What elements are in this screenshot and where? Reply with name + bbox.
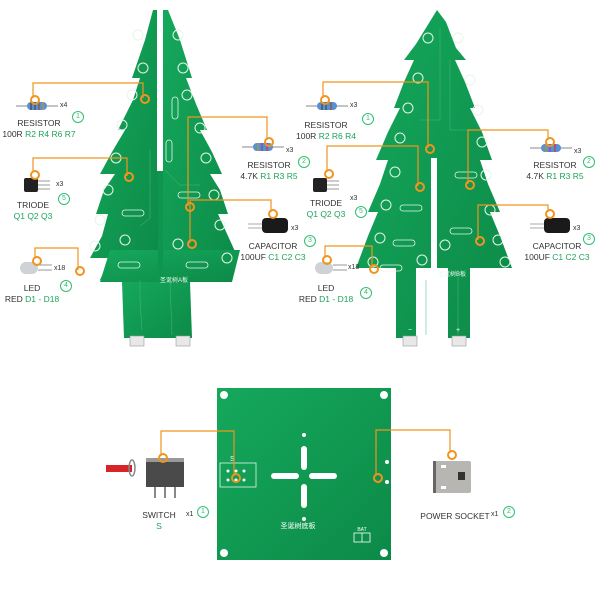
power-socket-icon — [433, 461, 471, 493]
component-label-resistor-100r: RESISTOR 100R R2 R4 R6 R7 — [2, 118, 76, 139]
leader-dot — [324, 169, 334, 179]
qty-label: x18 — [54, 265, 66, 272]
leader-dot — [124, 172, 134, 182]
badge-number: 2 — [583, 156, 595, 168]
leader-dot — [264, 137, 274, 147]
qty-label: x3 — [286, 147, 294, 154]
component-label-led: LED RED D1 - D18 — [4, 283, 60, 304]
component-label-resistor-4k7: RESISTOR 4.7K R1 R3 R5 — [526, 160, 584, 181]
leader-dot — [268, 209, 278, 219]
leader-dot — [373, 473, 383, 483]
component-label-triode: TRIODE Q1 Q2 Q3 — [306, 198, 346, 219]
leader-dot — [415, 182, 425, 192]
component-label-led: LED RED D1 - D18 — [298, 283, 354, 304]
leader-dot — [231, 473, 241, 483]
component-label-resistor-100r: RESISTOR 100R R2 R6 R4 — [295, 120, 357, 141]
leader-dot — [32, 256, 42, 266]
resistor-icon — [242, 143, 284, 151]
badge-number: 5 — [58, 193, 70, 205]
qty-label: x1 — [186, 511, 194, 518]
leader-dot — [322, 255, 332, 265]
svg-text:圣诞树B板: 圣诞树B板 — [438, 270, 466, 278]
leader-dot — [75, 266, 85, 276]
qty-label: x3 — [350, 195, 358, 202]
capacitor-icon — [248, 218, 288, 233]
svg-text:BAT: BAT — [357, 527, 366, 533]
leader-dot — [187, 239, 197, 249]
component-label-capacitor: CAPACITOR 100UF C1 C2 C3 — [524, 241, 590, 262]
component-label-triode: TRIODE Q1 Q2 Q3 — [13, 200, 53, 221]
led-icon — [315, 262, 347, 274]
qty-label: x4 — [60, 102, 68, 109]
qty-label: x18 — [348, 264, 360, 271]
push-switch-icon — [106, 458, 184, 498]
badge-number: 4 — [360, 287, 372, 299]
leader-dot — [447, 450, 457, 460]
base-board: S 圣诞树底板 BAT — [217, 388, 391, 560]
badge-number: 3 — [304, 235, 316, 247]
badge-number: 2 — [503, 506, 515, 518]
leader-dot — [185, 202, 195, 212]
svg-text:S: S — [230, 456, 235, 463]
qty-label: x3 — [350, 102, 358, 109]
leader-dot — [475, 236, 485, 246]
badge-number: 1 — [197, 506, 209, 518]
capacitor-icon — [530, 218, 570, 233]
component-label-resistor-4k7: RESISTOR 4.7K R1 R3 R5 — [240, 160, 298, 181]
tree-board-b: 圣诞树B板 − + — [356, 10, 512, 347]
svg-text:+: + — [456, 327, 460, 334]
svg-text:−: − — [408, 327, 412, 334]
leader-dot — [320, 95, 330, 105]
leader-dot — [425, 144, 435, 154]
qty-label: x3 — [574, 148, 582, 155]
leader-dot — [545, 209, 555, 219]
badge-number: 1 — [72, 111, 84, 123]
leader-dot — [369, 264, 379, 274]
svg-text:圣诞树A板: 圣诞树A板 — [160, 276, 188, 284]
badge-number: 5 — [355, 206, 367, 218]
qty-label: x1 — [491, 511, 499, 518]
svg-text:圣诞树底板: 圣诞树底板 — [281, 521, 316, 530]
leader-dot — [545, 137, 555, 147]
transistor-icon — [313, 178, 339, 192]
leader-dot — [30, 170, 40, 180]
badge-number: 1 — [362, 113, 374, 125]
leader-dot — [158, 453, 168, 463]
leader-dot — [30, 95, 40, 105]
badge-number: 3 — [583, 233, 595, 245]
qty-label: x3 — [56, 181, 64, 188]
badge-number: 4 — [60, 280, 72, 292]
qty-label: x3 — [573, 225, 581, 232]
leader-dot — [140, 94, 150, 104]
component-label-capacitor: CAPACITOR 100UF C1 C2 C3 — [240, 241, 306, 262]
component-label-power-socket: POWER SOCKET — [420, 511, 490, 521]
badge-number: 2 — [298, 156, 310, 168]
leader-dot — [465, 180, 475, 190]
transistor-icon — [24, 178, 50, 192]
tree-board-a: 圣诞树A板 — [89, 8, 240, 347]
qty-label: x3 — [291, 225, 299, 232]
component-label-switch: SWITCH S — [142, 510, 176, 531]
leader-lines — [32, 81, 549, 476]
